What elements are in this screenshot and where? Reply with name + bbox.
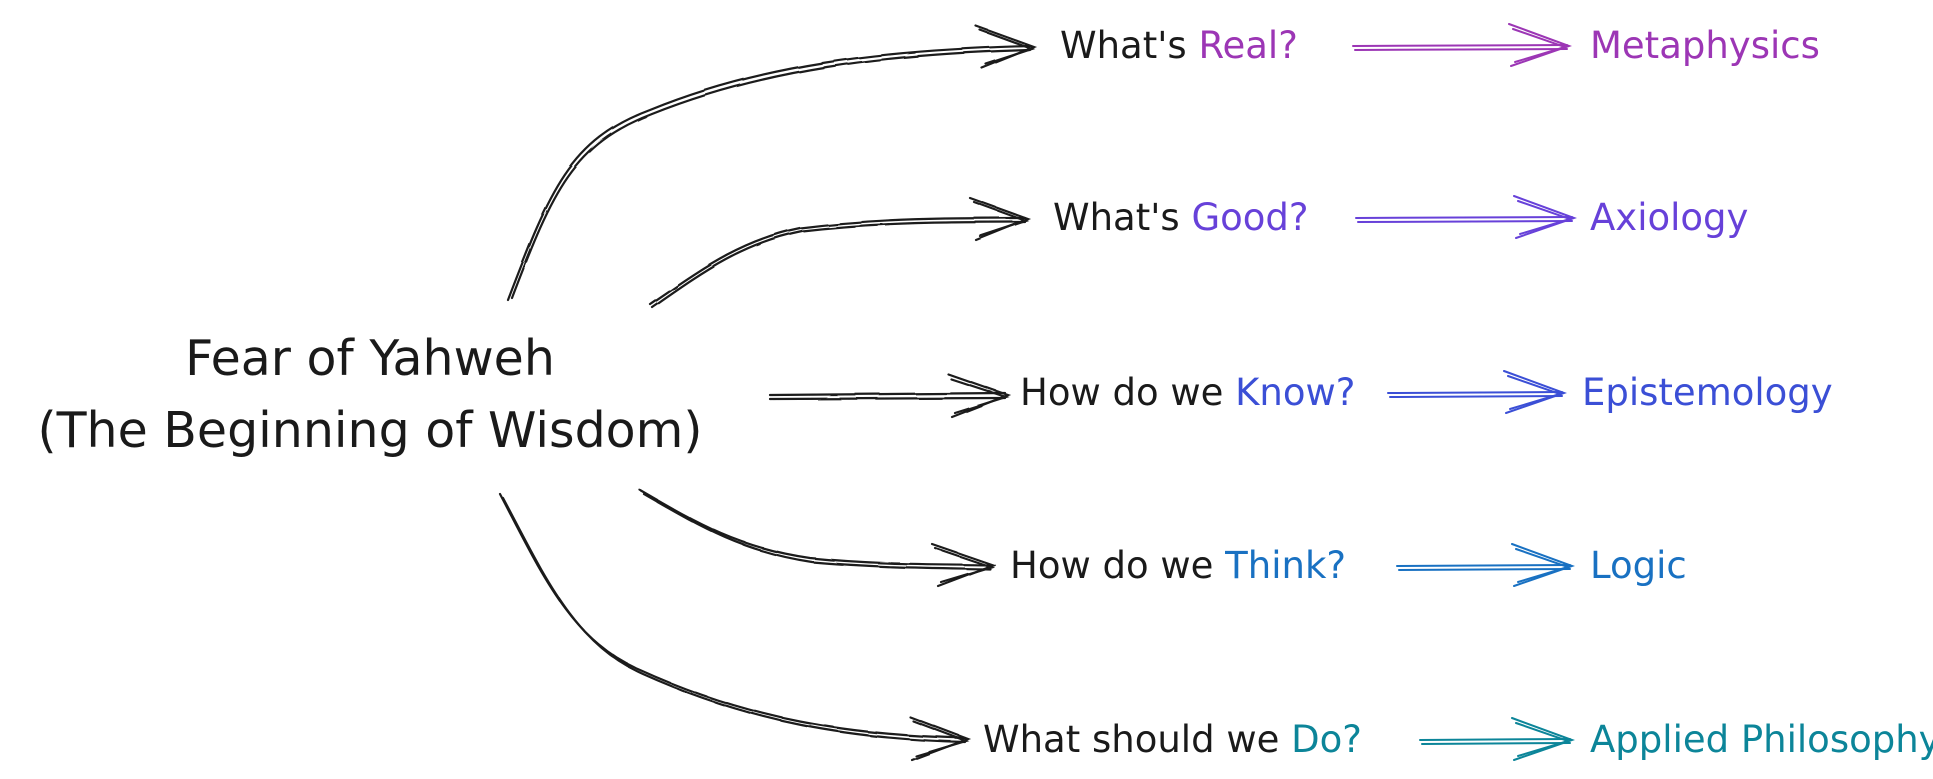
connector-3 bbox=[768, 391, 1007, 397]
question-label-1: What's Real? bbox=[1060, 24, 1298, 67]
outcome-arrow-2 bbox=[1355, 195, 1577, 239]
question-keyword: Do? bbox=[1291, 718, 1362, 761]
root-subtitle: (The Beginning of Wisdom) bbox=[37, 402, 702, 459]
question-prefix: What's bbox=[1060, 24, 1198, 67]
question-label-4: How do we Think? bbox=[1010, 544, 1346, 587]
outcome-arrow-4 bbox=[1396, 543, 1575, 587]
question-label-5: What should we Do? bbox=[983, 718, 1362, 761]
branch-row-4: How do we Think? Logic bbox=[1010, 543, 1687, 587]
outcome-arrow-5 bbox=[1419, 717, 1575, 761]
branch-row-1: What's Real? Metaphysics bbox=[1060, 23, 1820, 67]
question-label-3: How do we Know? bbox=[1020, 371, 1355, 414]
root-title: Fear of Yahweh bbox=[185, 330, 555, 387]
question-label-2: What's Good? bbox=[1053, 196, 1309, 239]
field-label-2: Axiology bbox=[1590, 196, 1748, 239]
question-keyword: Know? bbox=[1235, 371, 1355, 414]
question-keyword: Real? bbox=[1198, 24, 1297, 67]
connector-1 bbox=[506, 44, 1032, 302]
connector-4 bbox=[638, 488, 992, 567]
question-prefix: How do we bbox=[1010, 544, 1225, 587]
question-prefix: How do we bbox=[1020, 371, 1235, 414]
field-label-4: Logic bbox=[1590, 544, 1687, 587]
outcome-arrow-1 bbox=[1352, 23, 1572, 67]
outcome-arrow-3 bbox=[1387, 370, 1567, 414]
question-prefix: What should we bbox=[983, 718, 1291, 761]
connector-5 bbox=[498, 492, 967, 740]
branch-row-3: How do we Know? Epistemology bbox=[1020, 370, 1833, 414]
field-label-3: Epistemology bbox=[1582, 371, 1833, 414]
field-label-1: Metaphysics bbox=[1590, 24, 1820, 67]
field-label-5: Applied Philosophy bbox=[1590, 718, 1933, 761]
root-connectors bbox=[498, 24, 1038, 762]
question-keyword: Think? bbox=[1224, 544, 1346, 587]
branch-row-5: What should we Do? Applied Philosophy bbox=[983, 717, 1933, 761]
connector-2 bbox=[648, 216, 1027, 306]
root-node: Fear of Yahweh (The Beginning of Wisdom) bbox=[37, 330, 702, 459]
question-keyword: Good? bbox=[1191, 196, 1308, 239]
question-prefix: What's bbox=[1053, 196, 1191, 239]
branch-row-2: What's Good? Axiology bbox=[1053, 195, 1748, 239]
